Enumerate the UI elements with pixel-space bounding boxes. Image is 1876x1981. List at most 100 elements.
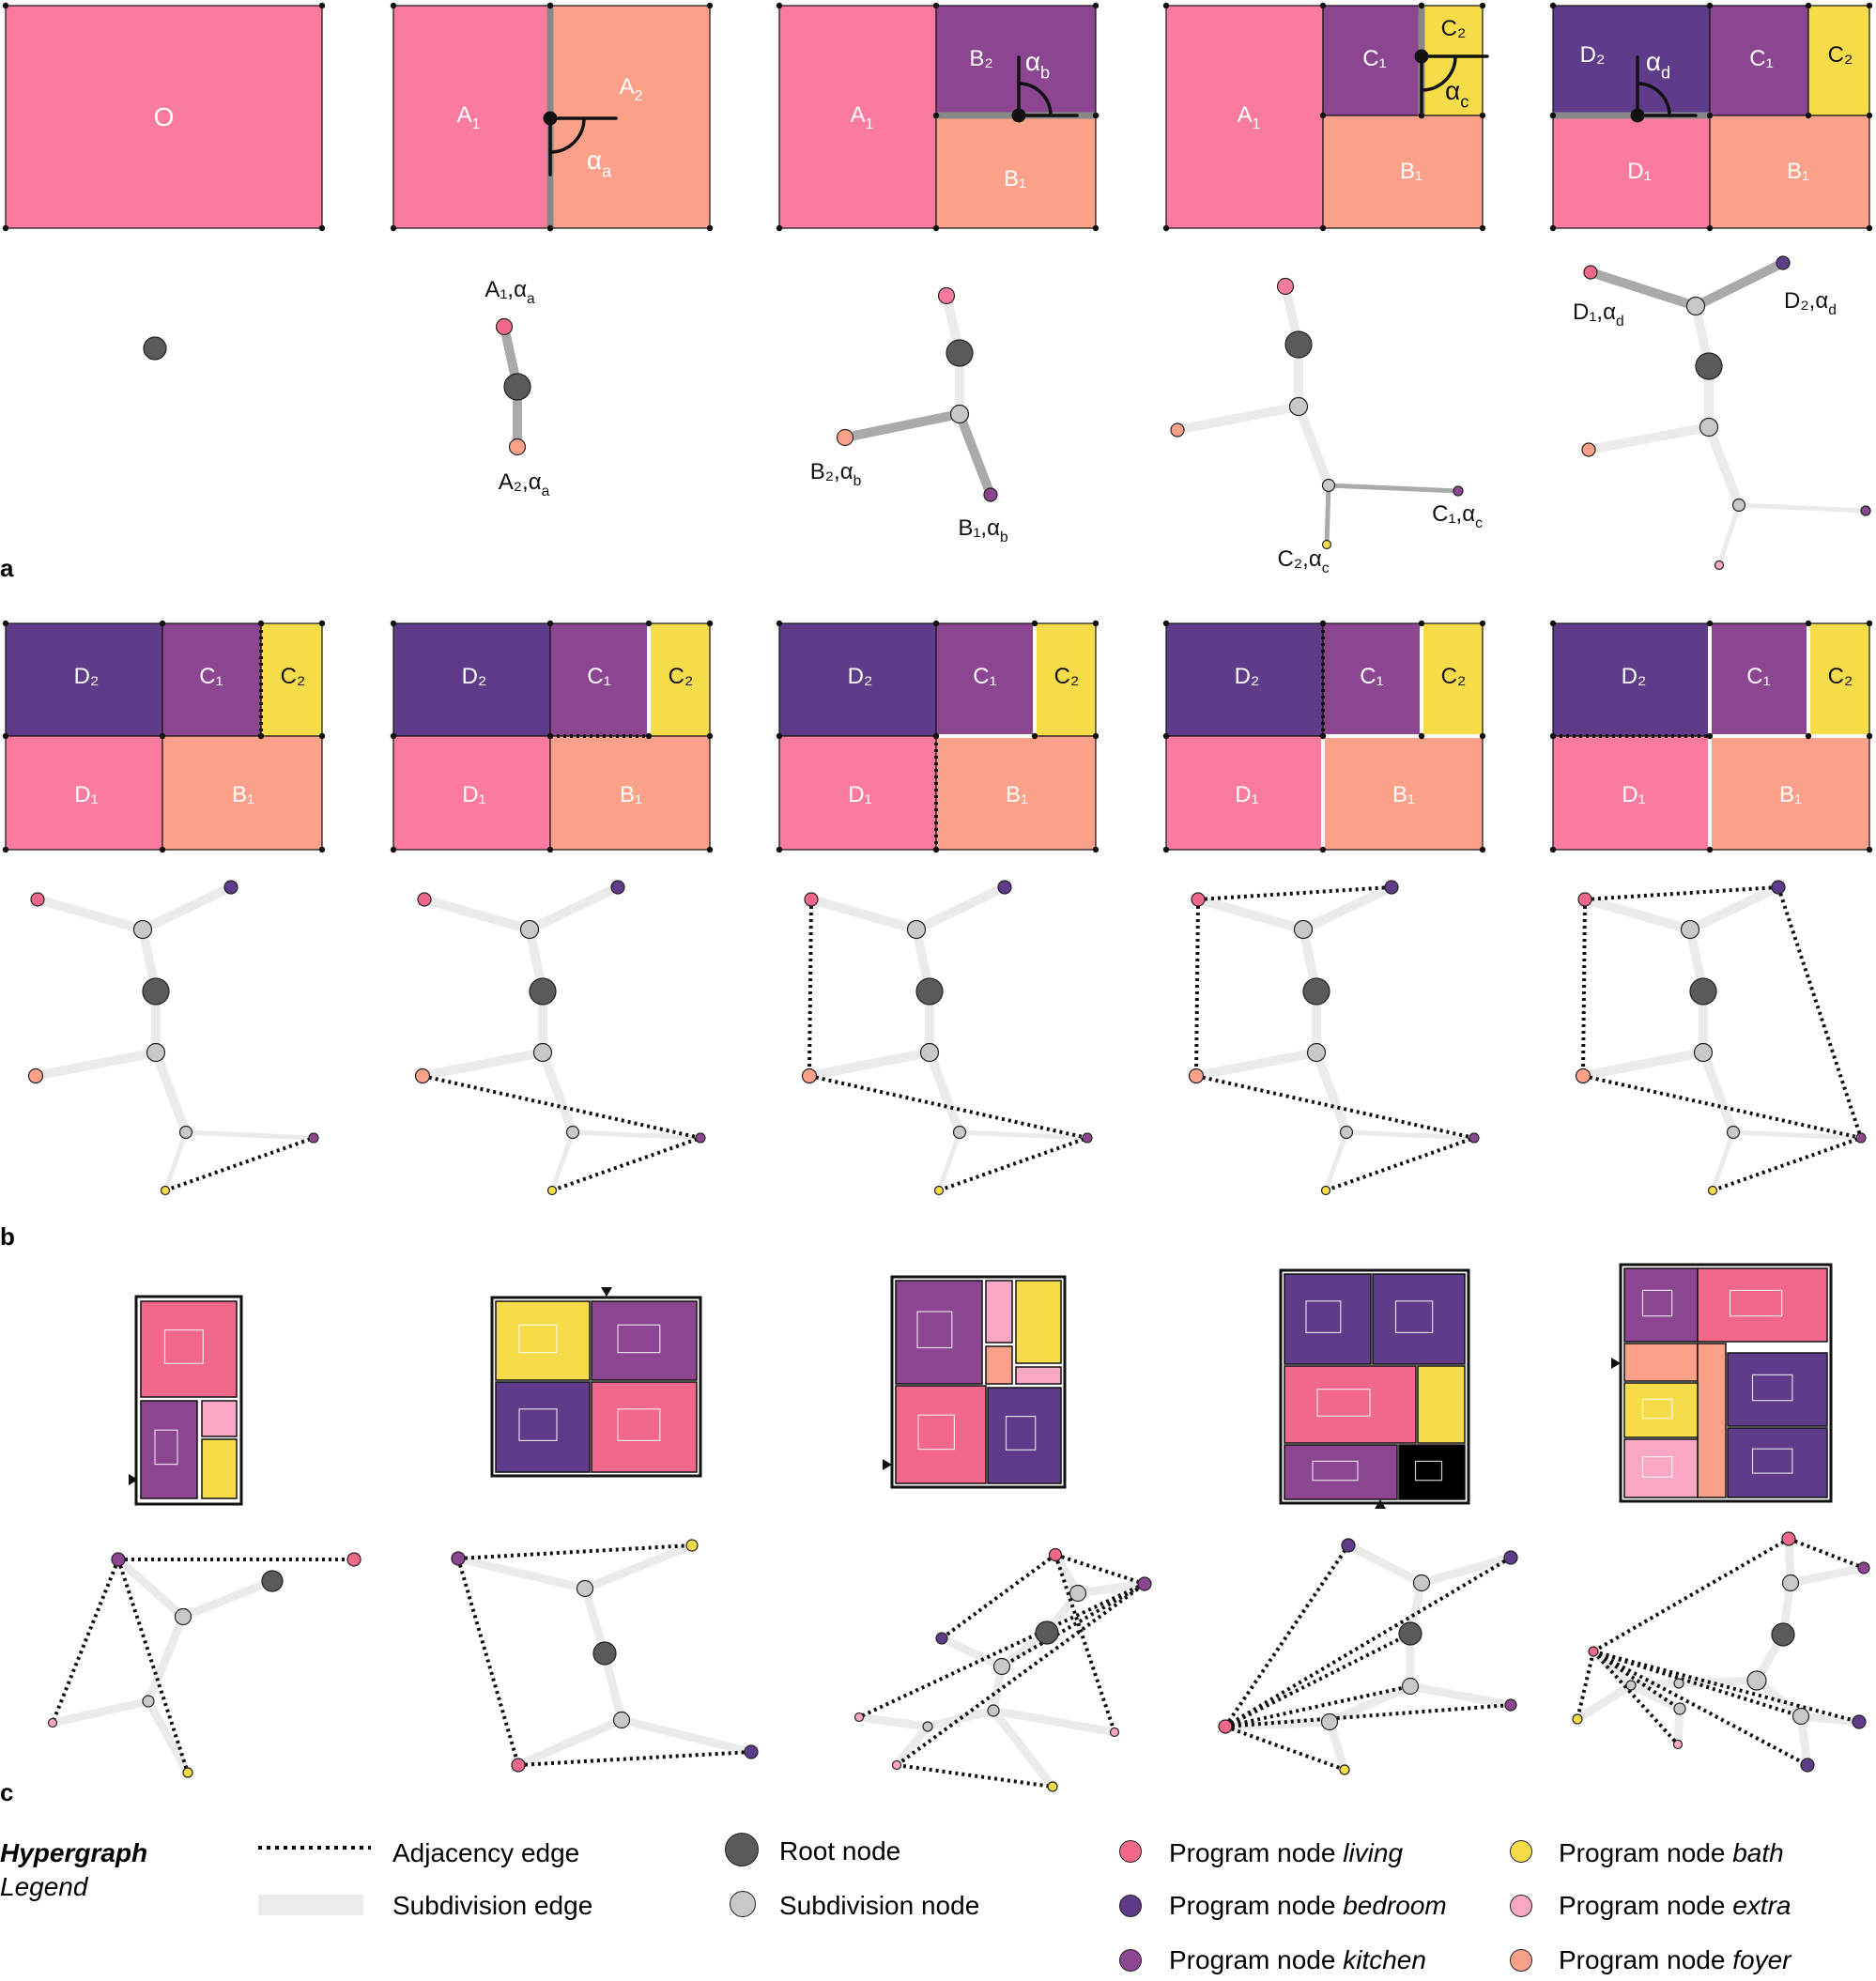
subdivision-edge — [937, 1634, 1007, 1671]
corner-dot — [390, 620, 397, 627]
bedroom-node-swatch — [1119, 1895, 1142, 1917]
entrance-arrow — [129, 1474, 138, 1485]
graph-c4 — [1218, 1538, 1518, 1775]
room-label-D2: D₂ — [848, 664, 873, 689]
corner-dot — [932, 620, 940, 627]
room-foyer — [985, 1345, 1013, 1385]
subdivision-edge — [854, 1712, 932, 1731]
corner-dot — [1866, 2, 1873, 9]
adjacency-edge — [1325, 1136, 1475, 1192]
angle-center-dot — [1630, 108, 1645, 123]
room-label-D2: D₂ — [1235, 664, 1260, 689]
subdivision-edge — [1710, 1129, 1736, 1193]
adjacency-edge — [1576, 1651, 1595, 1720]
root-node — [529, 977, 557, 1006]
furniture — [1005, 1415, 1037, 1451]
room-bath — [1015, 1280, 1062, 1364]
corner-dot — [1031, 732, 1038, 740]
room-label-D1: D₁ — [1235, 782, 1258, 807]
room-D2 — [1552, 622, 1711, 737]
room-bath — [201, 1438, 238, 1499]
room-label-A1: A1 — [1238, 102, 1261, 132]
corner-dot — [1031, 620, 1038, 627]
room-B2 — [935, 5, 1097, 116]
node-subdiv — [174, 1607, 192, 1626]
legend-program-extra: Program node extra — [1559, 1891, 1791, 1921]
root-node — [1695, 352, 1723, 380]
room-label-B2: B₂ — [969, 46, 992, 71]
node-bedroom — [997, 880, 1012, 895]
room-extra — [201, 1400, 238, 1437]
node-bedroom — [1384, 880, 1399, 895]
node-foyer — [1575, 1067, 1592, 1084]
node-A2 — [508, 438, 527, 456]
legend-title: Hypergraph — [0, 1838, 148, 1867]
room-bedroom — [1727, 1352, 1828, 1427]
furniture — [1751, 1374, 1793, 1402]
node-living — [804, 892, 819, 907]
legend-program-foyer: Program node foyer — [1559, 1945, 1791, 1975]
subdivision-edge — [1312, 1048, 1351, 1137]
corner-dot — [1092, 620, 1099, 627]
corner-dot — [1092, 224, 1099, 232]
node-extra — [1109, 1727, 1120, 1738]
room-B1 — [1709, 115, 1870, 229]
adjacency-edge — [1592, 1650, 1682, 1711]
node-living — [511, 1758, 526, 1773]
node-subdiv — [1401, 1677, 1420, 1696]
room-A1 — [778, 5, 937, 229]
subdivision-edge — [114, 1555, 188, 1621]
corner-dot — [706, 224, 714, 232]
room-living — [591, 1381, 698, 1473]
root-node — [503, 373, 531, 401]
corner-dot — [645, 732, 653, 740]
room-label-C1: C₁ — [1362, 46, 1386, 71]
node-subdiv — [987, 1704, 1000, 1717]
corner-dot — [1549, 732, 1557, 740]
adjacency-edge — [895, 1582, 1146, 1767]
room-C2 — [260, 622, 323, 737]
adjacency-edge-swatch — [258, 1846, 371, 1850]
row-c-floorplans — [129, 1263, 1833, 1509]
adjacency-edge — [1582, 1074, 1862, 1140]
subdivision-edge — [1584, 422, 1714, 454]
room-C2 — [1034, 622, 1097, 737]
node-subdiv — [922, 1721, 933, 1732]
subdivision-edge-swatch — [258, 1895, 363, 1915]
corner-dot — [932, 224, 940, 232]
subdivision-edge — [549, 1129, 576, 1193]
room-C1 — [1322, 5, 1422, 116]
furniture — [1641, 1398, 1673, 1420]
legend-program-living: Program node living — [1169, 1838, 1403, 1868]
adjacency-edge — [551, 1136, 701, 1192]
subdivision-edge — [1685, 883, 1783, 934]
room-label-D1: D₁ — [74, 782, 98, 807]
corner-dot — [257, 732, 265, 740]
furniture — [518, 1408, 558, 1442]
node-bath — [160, 1185, 171, 1196]
subdivision-node — [906, 919, 927, 940]
room-B1 — [161, 735, 323, 851]
corner-dot — [1549, 224, 1557, 232]
node-bedroom — [1852, 1714, 1867, 1729]
corner-dot — [1319, 846, 1327, 853]
subdivision-edge — [1193, 895, 1308, 934]
panel-label-b: b — [0, 1222, 15, 1251]
angle-arc — [1637, 82, 1671, 116]
room-bedroom — [987, 1387, 1062, 1484]
legend-subtitle: Legend — [0, 1872, 88, 1901]
adjacency-edge — [456, 1558, 520, 1766]
room-label-C1: C₁ — [1749, 46, 1773, 71]
subdivision-node — [1699, 417, 1719, 438]
subdivision-edge — [1586, 268, 1700, 311]
angle-label-a: αa — [587, 146, 612, 180]
furniture — [1316, 1388, 1371, 1417]
room-label-B1: B₁ — [1779, 782, 1802, 807]
node-kitchen — [308, 1132, 319, 1144]
room-label-D2: D₂ — [462, 664, 487, 689]
corner-dot — [706, 846, 714, 853]
